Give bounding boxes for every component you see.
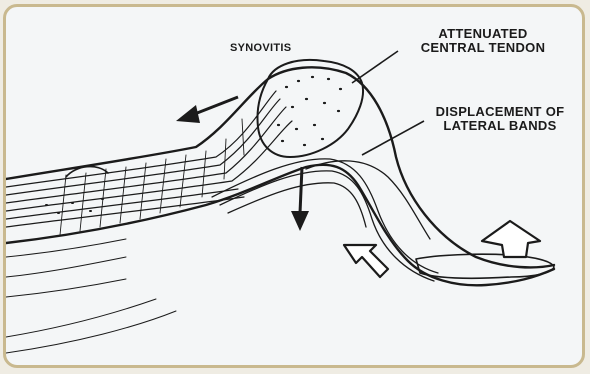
label-displacement-lateral-bands: DISPLACEMENT OF LATERAL BANDS (420, 105, 580, 133)
label-synovitis: SYNOVITIS (230, 43, 291, 55)
volar-contour (6, 165, 554, 286)
label-attenuated-central-tendon: ATTENUATED CENTRAL TENDON (398, 27, 568, 55)
label-attenuated-line2: CENTRAL TENDON (398, 41, 568, 55)
label-displacement-line2: LATERAL BANDS (420, 119, 580, 133)
leader-attenuated (352, 51, 398, 83)
label-displacement-line1: DISPLACEMENT OF (420, 105, 580, 119)
label-attenuated-line1: ATTENUATED (398, 27, 568, 41)
down-arrow-icon (291, 167, 309, 231)
boutonniere-diagram (6, 7, 582, 365)
illustration-frame: SYNOVITIS ATTENUATED CENTRAL TENDON DISP… (3, 4, 585, 368)
hollow-arrow-icon (344, 221, 540, 277)
leader-displacement (362, 121, 424, 155)
